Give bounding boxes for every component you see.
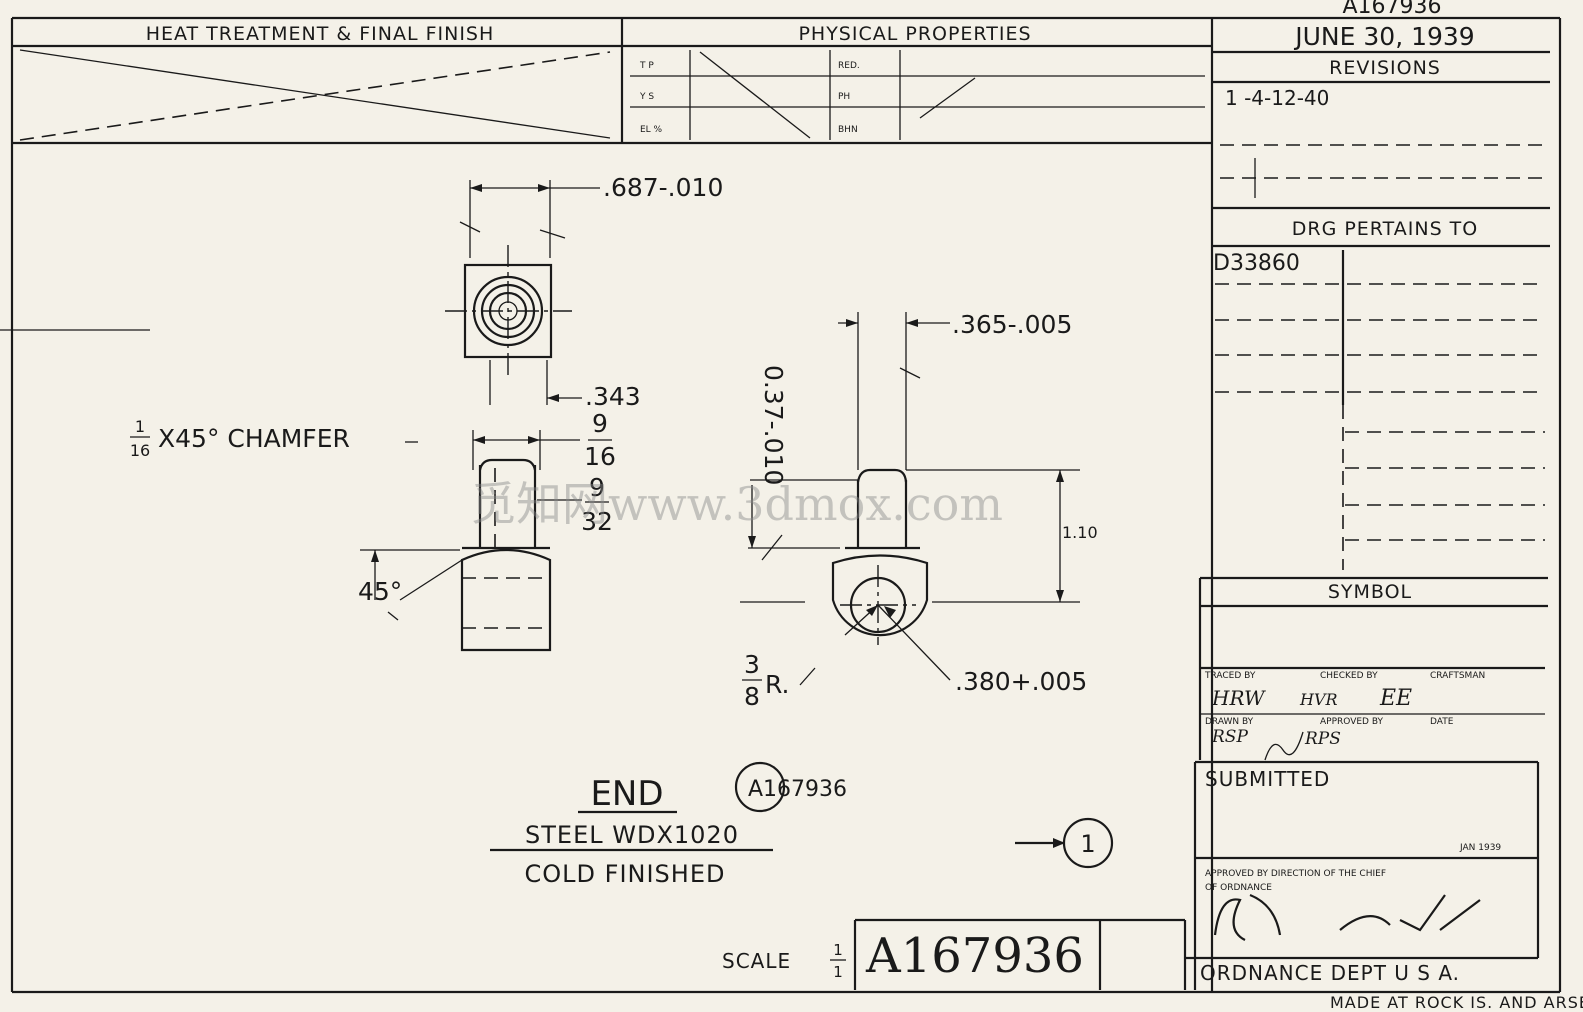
scale-and-number-block: SCALE 1 1 A167936 <box>722 918 1187 990</box>
chamfer-numerator: 1 <box>135 417 145 436</box>
scale-label: SCALE <box>722 949 791 973</box>
dim-thickness: .365-.005 <box>952 310 1072 339</box>
part-material: STEEL WDX1020 <box>525 821 739 849</box>
radius-denominator: 8 <box>744 682 760 711</box>
sig-label-date: DATE <box>1430 717 1454 727</box>
phys-cell-ph: PH <box>838 92 850 102</box>
part-name: END <box>590 774 663 814</box>
ordnance-dept: ORDNANCE DEPT U S A. <box>1200 961 1460 985</box>
part-finish: COLD FINISHED <box>525 860 726 888</box>
approved-label: APPROVED BY DIRECTION OF THE CHIEF <box>1205 869 1386 879</box>
frac-9-32-num: 9 <box>589 473 605 502</box>
submitted-label: SUBMITTED <box>1205 767 1330 791</box>
drawing-date: JUNE 30, 1939 <box>1293 22 1474 51</box>
heat-treatment-header: HEAT TREATMENT & FINAL FINISH <box>146 23 495 45</box>
drawing-number: A167936 <box>865 928 1084 984</box>
revision-entry: 1 -4-12-40 <box>1225 86 1329 110</box>
signature-hvr: HVR <box>1299 690 1338 709</box>
front-view: .365-.005 0.37-.010 1.10 3 8 R. .380+.00… <box>740 310 1098 711</box>
physical-properties-table: T P Y S EL % RED. PH BHN <box>630 50 1205 140</box>
side-view: 1 16 X45° CHAMFER 9 16 9 32 45° <box>130 409 616 652</box>
dim-hole-diameter: .380+.005 <box>955 667 1087 696</box>
revisions-title: REVISIONS <box>1329 57 1441 79</box>
approval-signature <box>1213 893 1481 941</box>
scale-denominator: 1 <box>833 963 843 981</box>
physical-properties-header: PHYSICAL PROPERTIES <box>798 23 1031 45</box>
chamfer-denominator: 16 <box>130 441 150 460</box>
dim-bore-small: .343 <box>585 382 641 411</box>
scale-numerator: 1 <box>833 941 843 959</box>
signature-rps: RPS <box>1304 729 1341 749</box>
pertains-value: D33860 <box>1213 251 1300 276</box>
frac-9-16-num: 9 <box>592 409 608 438</box>
sig-label-drawn: DRAWN BY <box>1205 717 1254 727</box>
title-block: JUNE 30, 1939 REVISIONS 1 -4-12-40 DRG P… <box>1185 22 1550 990</box>
dim-height: 1.10 <box>1062 523 1098 542</box>
dim-vertical-length: 0.37-.010 <box>759 365 788 485</box>
phys-cell-bhn: BHN <box>838 125 858 135</box>
drawing-frame <box>10 16 1562 994</box>
submitted-date: JAN 1939 <box>1459 843 1501 853</box>
watermark-text: 觅知网www.3dmox.com <box>470 477 1003 531</box>
dim-chamfer: X45° CHAMFER <box>158 424 350 453</box>
sig-label-checked: CHECKED BY <box>1320 671 1378 681</box>
made-at-label: MADE AT ROCK IS. AND ARSENAL <box>1330 993 1583 1012</box>
dim-angle: 45° <box>358 577 402 606</box>
symbol-title: SYMBOL <box>1328 581 1412 603</box>
approved-label-2: OF ORDNANCE <box>1205 883 1272 893</box>
sig-label-traced: TRACED BY <box>1204 671 1256 681</box>
phys-cell-red: RED. <box>838 61 860 71</box>
radius-unit: R. <box>765 670 789 699</box>
pertains-title: DRG PERTAINS TO <box>1292 218 1478 240</box>
dim-width-top: .687-.010 <box>603 173 723 202</box>
top-view: .687-.010 .343 <box>445 173 723 411</box>
part-callout: A167936 <box>748 777 847 802</box>
radius-numerator: 3 <box>744 650 760 679</box>
item-number: 1 <box>1080 830 1095 858</box>
sig-label-approved: APPROVED BY <box>1320 717 1384 727</box>
frac-9-32-den: 32 <box>581 507 613 536</box>
signature-rsp: RSP <box>1211 727 1248 747</box>
signature-ee: EE <box>1379 686 1412 711</box>
header-row: HEAT TREATMENT & FINAL FINISH PHYSICAL P… <box>12 0 1442 992</box>
frac-9-16-den: 16 <box>584 442 616 471</box>
signature-hrw: HRW <box>1211 686 1266 710</box>
signature-block: TRACED BY CHECKED BY CRAFTSMAN DRAWN BY … <box>1198 578 1545 761</box>
phys-cell-tp: T P <box>639 61 654 71</box>
phys-cell-ys: Y S <box>639 92 654 102</box>
phys-cell-el: EL % <box>640 125 663 135</box>
top-drawing-number: A167936 <box>1342 0 1441 19</box>
part-notes: END STEEL WDX1020 COLD FINISHED A167936 … <box>490 761 1114 888</box>
sig-label-craftsman: CRAFTSMAN <box>1430 671 1485 681</box>
